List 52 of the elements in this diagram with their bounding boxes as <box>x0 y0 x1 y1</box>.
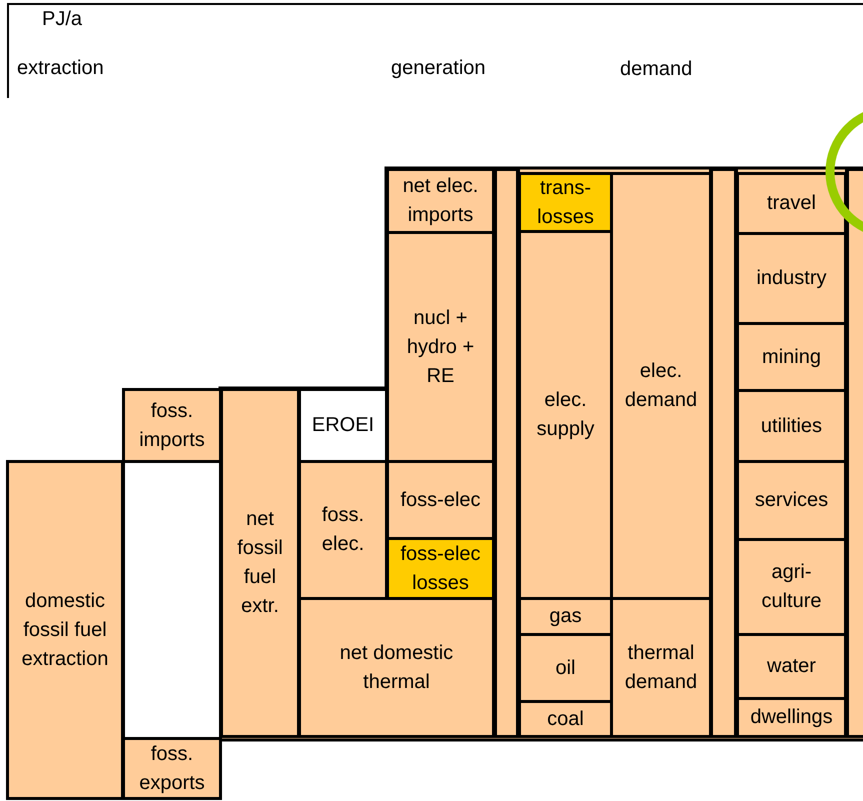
flow-box <box>518 700 613 738</box>
box-label: coal <box>547 706 584 732</box>
column-heading: extraction <box>17 57 104 80</box>
flow-box <box>736 538 847 636</box>
box-label: gas <box>549 604 582 629</box>
box-label: agri- culture <box>760 560 823 614</box>
flow-box <box>122 737 222 800</box>
box-label: oil <box>555 656 576 680</box>
box-label: mining <box>762 344 821 370</box>
column-bar <box>709 168 738 738</box>
box-label: foss-elec <box>400 488 481 512</box>
flow-box <box>386 231 495 463</box>
box-label: travel <box>767 191 816 216</box>
box-label: dwellings <box>750 705 833 730</box>
flow-box <box>298 388 388 463</box>
column-heading: demand <box>620 58 692 81</box>
box-label: foss. exports <box>138 742 206 796</box>
flow-box <box>122 388 222 463</box>
box-label: domestic fossil fuel extraction <box>20 588 110 672</box>
flow-box <box>6 460 124 800</box>
flow-box <box>736 322 847 392</box>
box-label: net fossil fuel extr. <box>236 507 284 619</box>
box-label: net domestic thermal <box>338 640 454 694</box>
flow-box <box>736 389 847 463</box>
flow-box <box>736 697 847 738</box>
unit-label: PJ/a <box>42 8 82 31</box>
box-label: nucl + hydro + RE <box>406 306 476 388</box>
flow-box <box>386 168 495 234</box>
box-label: EROEI <box>312 413 374 438</box>
box-label: foss-elec losses <box>399 542 482 596</box>
flow-box <box>386 537 495 600</box>
flow-box <box>736 633 847 700</box>
flow-box <box>736 232 847 325</box>
box-label: elec. demand <box>624 359 698 413</box>
column-heading: generation <box>391 57 486 80</box>
box-label: water <box>767 654 816 679</box>
flow-box <box>518 172 613 233</box>
box-label: net elec. imports <box>402 174 480 228</box>
box-label: services <box>754 488 828 513</box>
box-label: elec. supply <box>536 388 596 442</box>
box-label: industry <box>756 266 827 291</box>
box-label: foss. imports <box>138 398 206 452</box>
box-label: thermal demand <box>624 640 698 694</box>
flow-box <box>298 597 495 738</box>
flow-box <box>736 460 847 541</box>
box-label: trans- losses <box>536 176 595 230</box>
flow-box <box>220 388 300 738</box>
flow-box <box>298 460 388 600</box>
flow-box <box>386 460 495 540</box>
column-bar <box>493 168 520 738</box>
box-label: foss. elec. <box>320 503 366 557</box>
box-label: utilities <box>760 414 822 438</box>
